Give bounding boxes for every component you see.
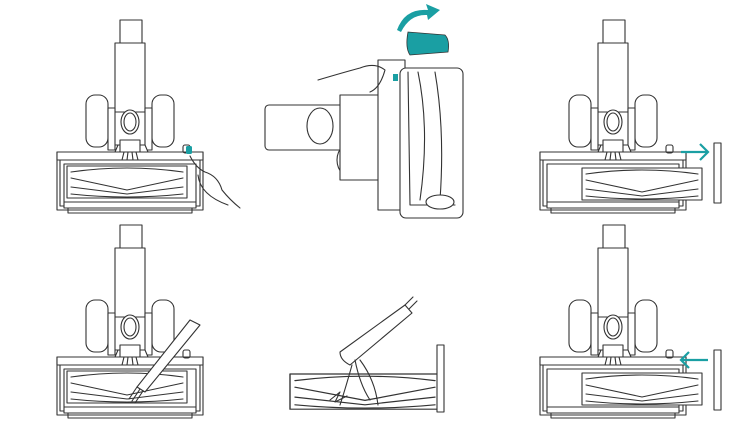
arrow-right-icon [681,143,710,161]
hand-icon [317,64,386,93]
cleaning-tool-icon [339,304,413,366]
hair-icon [329,359,379,406]
step-2-lift-cover [264,4,464,219]
arrow-left-icon [679,351,708,369]
curved-arrow-icon [397,4,440,32]
step-1-press-button [56,19,241,214]
step-4-scrape-brush [56,224,204,419]
release-button-icon [393,74,398,81]
hand-icon [189,155,241,209]
step-3-pull-roll [539,19,722,214]
cleaning-tool-icon [136,319,201,393]
release-button-icon [186,146,192,154]
brush-cover-icon [406,31,449,56]
step-6-insert-roll [539,224,722,419]
step-5-cut-hair [289,296,445,413]
